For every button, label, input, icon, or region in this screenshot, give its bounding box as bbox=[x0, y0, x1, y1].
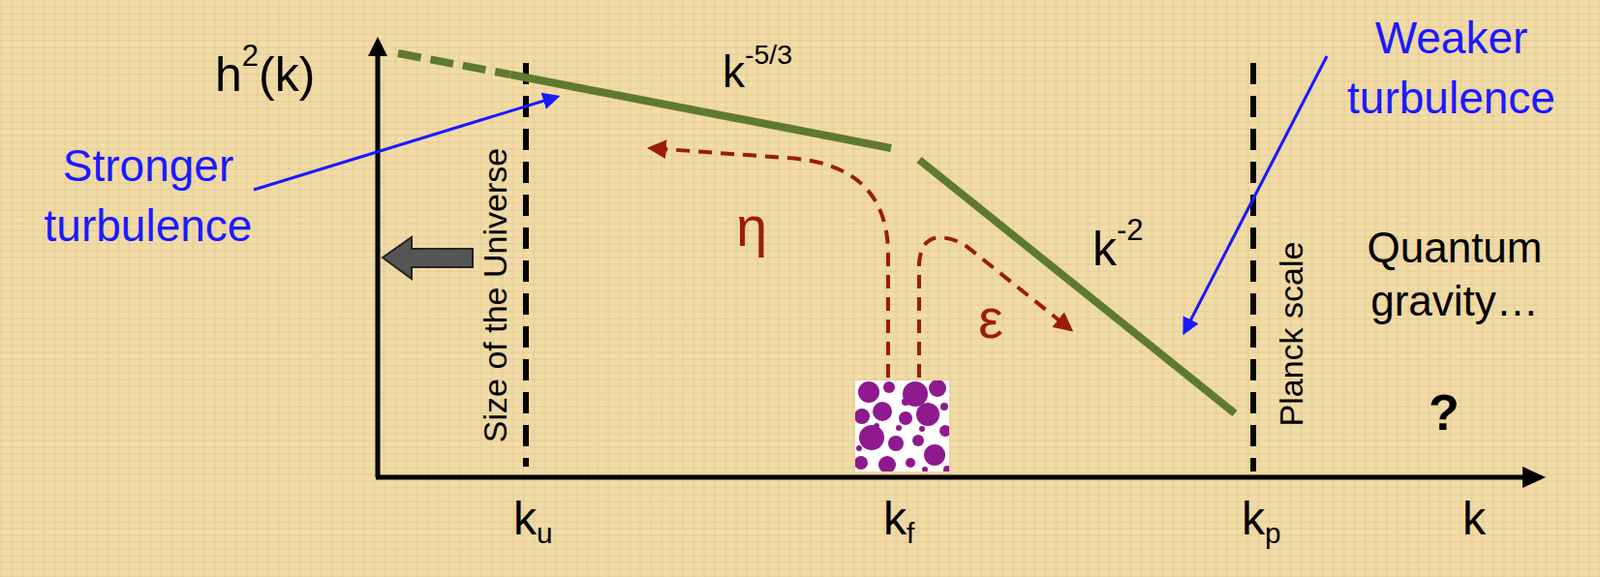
label-text: Planck scale bbox=[1272, 242, 1310, 428]
stronger-label: Stronger turbulence bbox=[2, 135, 294, 256]
weaker-label: Weaker turbulence bbox=[1308, 7, 1595, 128]
tick-label: kf bbox=[883, 495, 915, 549]
subscript: f bbox=[906, 517, 915, 550]
axis-label: h2(k) bbox=[215, 40, 315, 99]
label-text: h bbox=[215, 47, 243, 102]
label-text: k bbox=[722, 46, 745, 97]
scale-label: Planck scale bbox=[1274, 242, 1308, 428]
subscript: p bbox=[1264, 517, 1282, 550]
y-axis-head bbox=[368, 36, 388, 57]
forcing-image bbox=[855, 380, 950, 472]
label-text: Size of the Universe bbox=[476, 148, 514, 443]
label-text: k bbox=[883, 492, 907, 545]
x-axis bbox=[375, 475, 1526, 481]
label-text: k bbox=[513, 492, 537, 545]
spectrum-inverse-cascade bbox=[510, 74, 892, 149]
planck-line bbox=[1250, 62, 1257, 472]
label-text: k bbox=[1241, 492, 1265, 545]
label-text: ? bbox=[1428, 384, 1460, 441]
flux-symbol: ε bbox=[978, 290, 1004, 347]
tick-label: ku bbox=[513, 495, 554, 549]
slope-label: k-2 bbox=[1092, 215, 1144, 274]
label-text: Weaker turbulence bbox=[1347, 12, 1556, 124]
tick-label: kp bbox=[1241, 495, 1282, 549]
exponent: -5/3 bbox=[744, 38, 793, 70]
label-text: k bbox=[1092, 221, 1117, 277]
inverse-flux-arrow bbox=[650, 148, 889, 378]
x-axis-head bbox=[1522, 466, 1546, 489]
spectrum-direct-cascade bbox=[919, 159, 1235, 414]
scale-label: Size of the Universe bbox=[478, 148, 512, 443]
label-text: (k) bbox=[258, 47, 315, 102]
label-text: Stronger turbulence bbox=[44, 140, 253, 251]
subscript: u bbox=[536, 517, 554, 550]
exponent: 2 bbox=[242, 38, 259, 73]
flux-symbol: η bbox=[736, 198, 768, 255]
label-text: k bbox=[1462, 492, 1486, 545]
exponent: -2 bbox=[1116, 213, 1144, 247]
y-axis bbox=[375, 50, 381, 478]
direct-flux-arrow bbox=[919, 237, 1071, 378]
label-text: ε bbox=[978, 286, 1004, 350]
slope-label: k-5/3 bbox=[722, 40, 793, 94]
universe-line bbox=[523, 62, 529, 467]
region-label: Quantum gravity… bbox=[1328, 220, 1581, 328]
question-mark: ? bbox=[1428, 387, 1460, 438]
label-text: Quantum gravity… bbox=[1367, 223, 1543, 325]
axis-label: k bbox=[1462, 495, 1486, 543]
shift-arrow bbox=[382, 237, 473, 279]
label-text: η bbox=[736, 194, 768, 258]
spectrum-dashed bbox=[398, 53, 511, 75]
